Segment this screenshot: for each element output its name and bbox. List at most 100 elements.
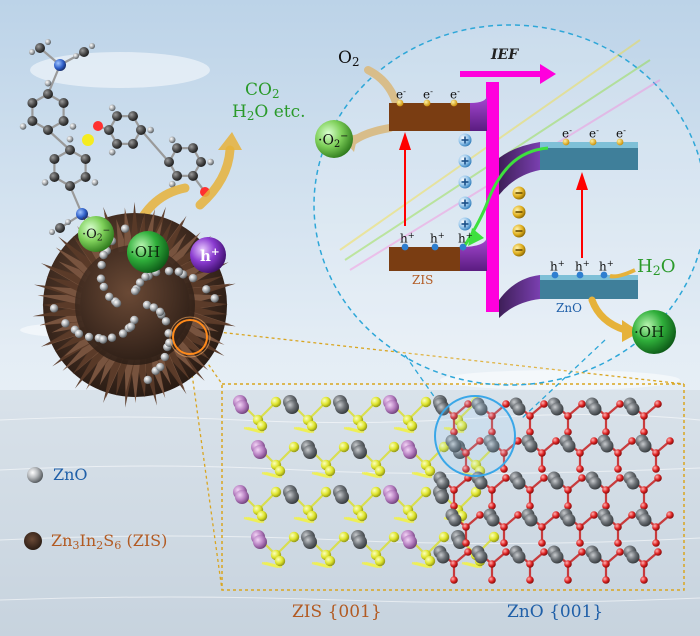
molecule-atom <box>196 157 206 167</box>
legend-zno-swatch <box>27 467 43 483</box>
crystal-atom <box>576 449 584 457</box>
crystal-atom <box>588 550 602 564</box>
molecule-atom <box>29 49 35 55</box>
sphere-spike <box>187 311 236 327</box>
molecule-atom <box>58 98 69 108</box>
molecule-atom <box>44 79 52 87</box>
interface-bar <box>486 82 499 312</box>
sphere-oh-dot: · <box>130 243 135 261</box>
crystal-atom <box>235 400 249 414</box>
hole <box>551 271 559 279</box>
crystal-atom <box>474 402 488 416</box>
molecule-atom <box>91 179 99 186</box>
molecule-atom <box>35 43 45 53</box>
legend-zis-swatch <box>24 532 42 550</box>
ief-label: IEF <box>491 47 519 63</box>
crystal-atom <box>640 502 648 510</box>
crystal-atom <box>450 576 458 584</box>
o2-radical-ball-band <box>315 120 353 158</box>
legend-zis-t4: (ZIS) <box>121 531 168 550</box>
crystal-atom <box>474 476 488 490</box>
hole <box>459 243 467 251</box>
molecule-atom <box>80 172 91 182</box>
crystal-atom <box>626 402 640 416</box>
crystal-atom <box>436 550 450 564</box>
sphere-spike <box>103 355 123 403</box>
molecule-atom <box>58 116 69 126</box>
zno-bead <box>118 329 128 338</box>
crystal-atom <box>524 513 538 527</box>
crystal-atom <box>614 449 622 457</box>
legend-zis-s3: 6 <box>114 538 122 552</box>
crystal-atom <box>602 428 610 436</box>
carrier-symbol: e <box>396 87 404 102</box>
molecule-atom <box>136 125 146 135</box>
crystal-atom <box>564 502 572 510</box>
electron <box>616 138 624 146</box>
crystal-atom <box>538 523 546 531</box>
crystal-atom <box>353 445 367 459</box>
carrier-charge: + <box>557 258 565 268</box>
sphere-spike <box>72 235 103 268</box>
crystal-atom <box>578 474 586 482</box>
carrier-charge: - <box>430 86 433 96</box>
hole <box>600 271 608 279</box>
crystal-frame <box>221 383 685 591</box>
crystal-atom <box>538 465 546 473</box>
hole-label: h+ <box>575 259 590 273</box>
band-h2o-sub: 2 <box>652 263 661 279</box>
carrier-charge: + <box>437 230 445 240</box>
zno-bead <box>120 224 130 233</box>
water-rest-text: O etc. <box>254 102 306 122</box>
molecule-atom <box>69 123 77 130</box>
crystal-atom <box>564 412 572 420</box>
sphere-spike <box>163 346 191 380</box>
crystal-atom <box>256 420 268 432</box>
crystal-atom <box>324 555 336 567</box>
sphere-hole-main: h <box>200 246 211 265</box>
legend-zis-s2: 2 <box>96 538 104 552</box>
zno-bead <box>202 285 211 294</box>
crystal-atom <box>374 465 386 477</box>
crystal-atom <box>338 531 350 543</box>
molecule-atom <box>128 138 138 149</box>
crystal-atom <box>628 437 636 445</box>
molecule-atom <box>89 43 95 49</box>
crystal-atom <box>324 465 336 477</box>
hole-label: h+ <box>430 231 445 245</box>
crystal-atom <box>652 523 660 531</box>
zno-bead <box>156 362 165 372</box>
molecule-atom <box>112 111 122 122</box>
zno-bead <box>130 286 140 296</box>
oh-radical-ball-band <box>632 310 676 354</box>
water-subscript: 2 <box>246 108 255 123</box>
hole <box>401 243 409 251</box>
sphere-spike <box>72 342 103 375</box>
molecule-atom <box>172 143 182 154</box>
band-o2-main: O <box>338 48 352 68</box>
crystal-atom <box>488 412 496 420</box>
crystal-atom <box>588 402 602 416</box>
crystal-atom <box>456 420 468 432</box>
zno-bead <box>160 352 170 362</box>
water-etc-label: H2O etc. <box>232 104 306 123</box>
crystal-atom <box>602 576 610 584</box>
carrier-charge: - <box>596 125 599 135</box>
crystal-atom <box>590 437 598 445</box>
zno-bead <box>112 299 122 308</box>
band-o2r-sub: 2 <box>333 138 341 150</box>
crystal-atom <box>488 531 500 543</box>
zno-bead <box>164 266 174 276</box>
crystal-atom <box>626 476 640 490</box>
carrier-charge: - <box>457 86 460 96</box>
molecule-atom <box>27 98 38 108</box>
crystal-atom <box>640 576 648 584</box>
zno-bead <box>61 319 70 328</box>
electron <box>423 99 431 107</box>
charge-transfer-path <box>460 146 549 251</box>
crystal-atom <box>564 576 572 584</box>
crystal-atom <box>288 531 300 543</box>
crystal-atom <box>538 539 546 547</box>
